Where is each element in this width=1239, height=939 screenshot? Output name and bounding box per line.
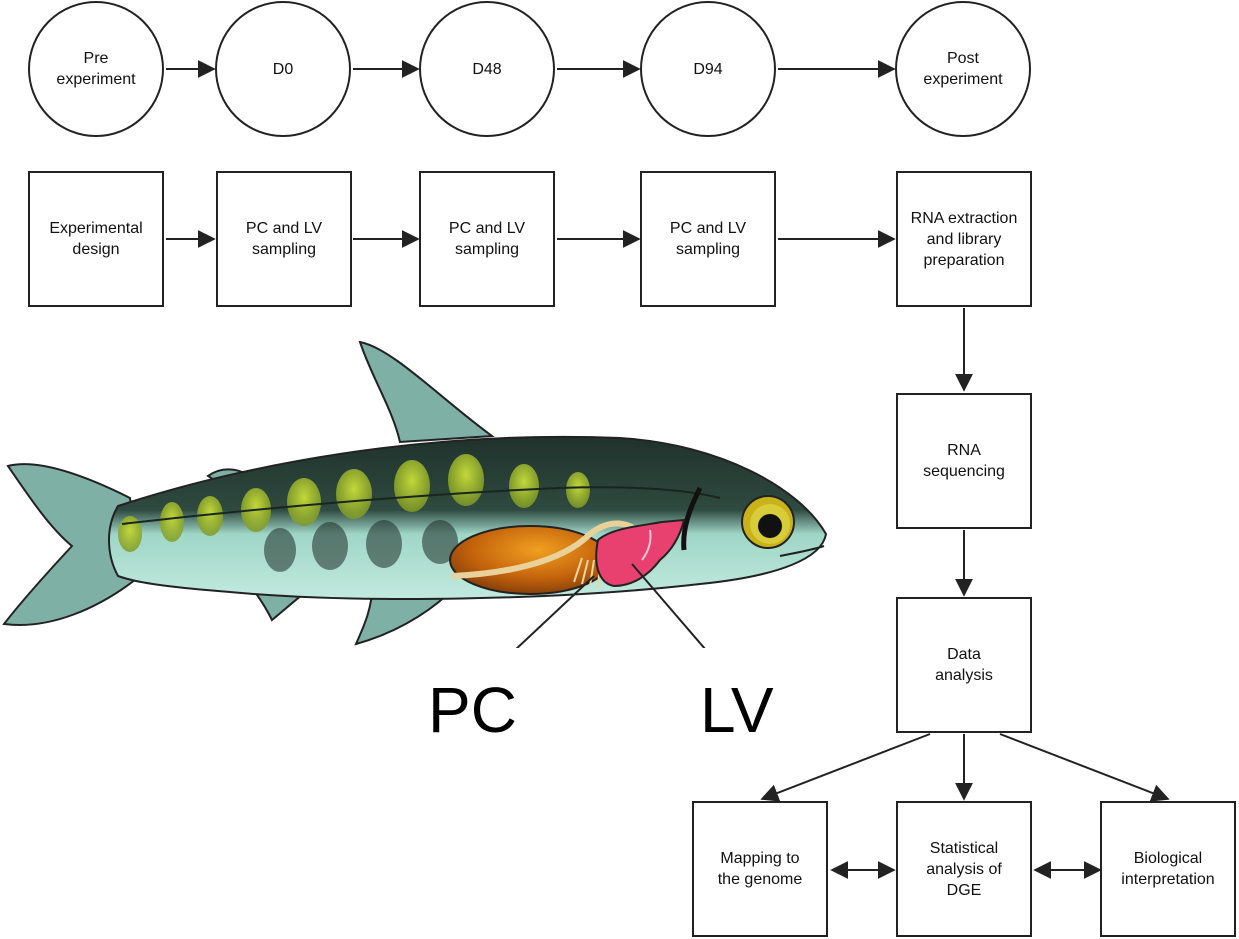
arrow-analysis-biological [999, 733, 1170, 802]
operculum-mark [681, 486, 703, 551]
pc-label: PC [428, 674, 517, 746]
timeline-label-d0: D0 [272, 60, 294, 78]
step-label-sampling-3: PC and LV sampling [669, 220, 747, 258]
step-label-sampling-2: PC and LV sampling [448, 220, 526, 258]
eye-pupil [758, 514, 782, 538]
pelvic-fin [354, 586, 451, 646]
tail-fin [2, 463, 142, 626]
intestine [451, 520, 643, 579]
step-label-sampling-1: PC and LV sampling [245, 220, 323, 258]
step-box-statistical: Statistical analysis of DGE [896, 801, 1032, 937]
arrow-analysis-mapping [760, 733, 931, 802]
step-label-rna-sequencing: RNA sequencing [923, 442, 1005, 480]
step-label-design: Experimental design [49, 220, 143, 258]
step-label-biological: Biological interpretation [1121, 850, 1215, 888]
step-box-sampling-3: PC and LV sampling [640, 171, 776, 307]
pc-pointer-line [515, 575, 595, 648]
fish-illustration-icon [2, 340, 828, 648]
step-box-rna-sequencing: RNA sequencing [896, 393, 1032, 529]
timeline-node-d0: D0 [215, 1, 351, 137]
lateral-line [121, 486, 721, 525]
timeline-node-pre: Pre experiment [28, 1, 164, 137]
dark-bars [264, 520, 458, 572]
timeline-node-d48: D48 [419, 1, 555, 137]
liver-vein [641, 529, 652, 561]
lv-label: LV [700, 674, 774, 746]
parr-spots [118, 454, 590, 552]
step-box-sampling-1: PC and LV sampling [216, 171, 352, 307]
timeline-label-pre: Pre experiment [56, 50, 136, 88]
step-box-data-analysis: Data analysis [896, 597, 1032, 733]
step-label-data-analysis: Data analysis [935, 646, 993, 684]
liver [595, 518, 686, 588]
timeline-label-post: Post experiment [923, 50, 1003, 88]
timeline-label-d94: D94 [693, 60, 723, 78]
lv-pointer-line [631, 563, 706, 648]
step-box-biological: Biological interpretation [1100, 801, 1236, 937]
dorsal-fin [358, 340, 495, 444]
step-box-rna-extraction: RNA extraction and library preparation [896, 171, 1032, 307]
step-label-statistical: Statistical analysis of DGE [926, 839, 1002, 899]
step-label-mapping: Mapping to the genome [717, 850, 803, 888]
step-box-mapping: Mapping to the genome [692, 801, 828, 937]
step-box-design: Experimental design [28, 171, 164, 307]
step-label-rna-extraction: RNA extraction and library preparation [910, 209, 1018, 269]
timeline-node-post: Post experiment [895, 1, 1031, 137]
step-box-sampling-2: PC and LV sampling [419, 171, 555, 307]
timeline-node-d94: D94 [640, 1, 776, 137]
timeline-label-d48: D48 [472, 60, 502, 78]
mouth-line [779, 545, 825, 557]
